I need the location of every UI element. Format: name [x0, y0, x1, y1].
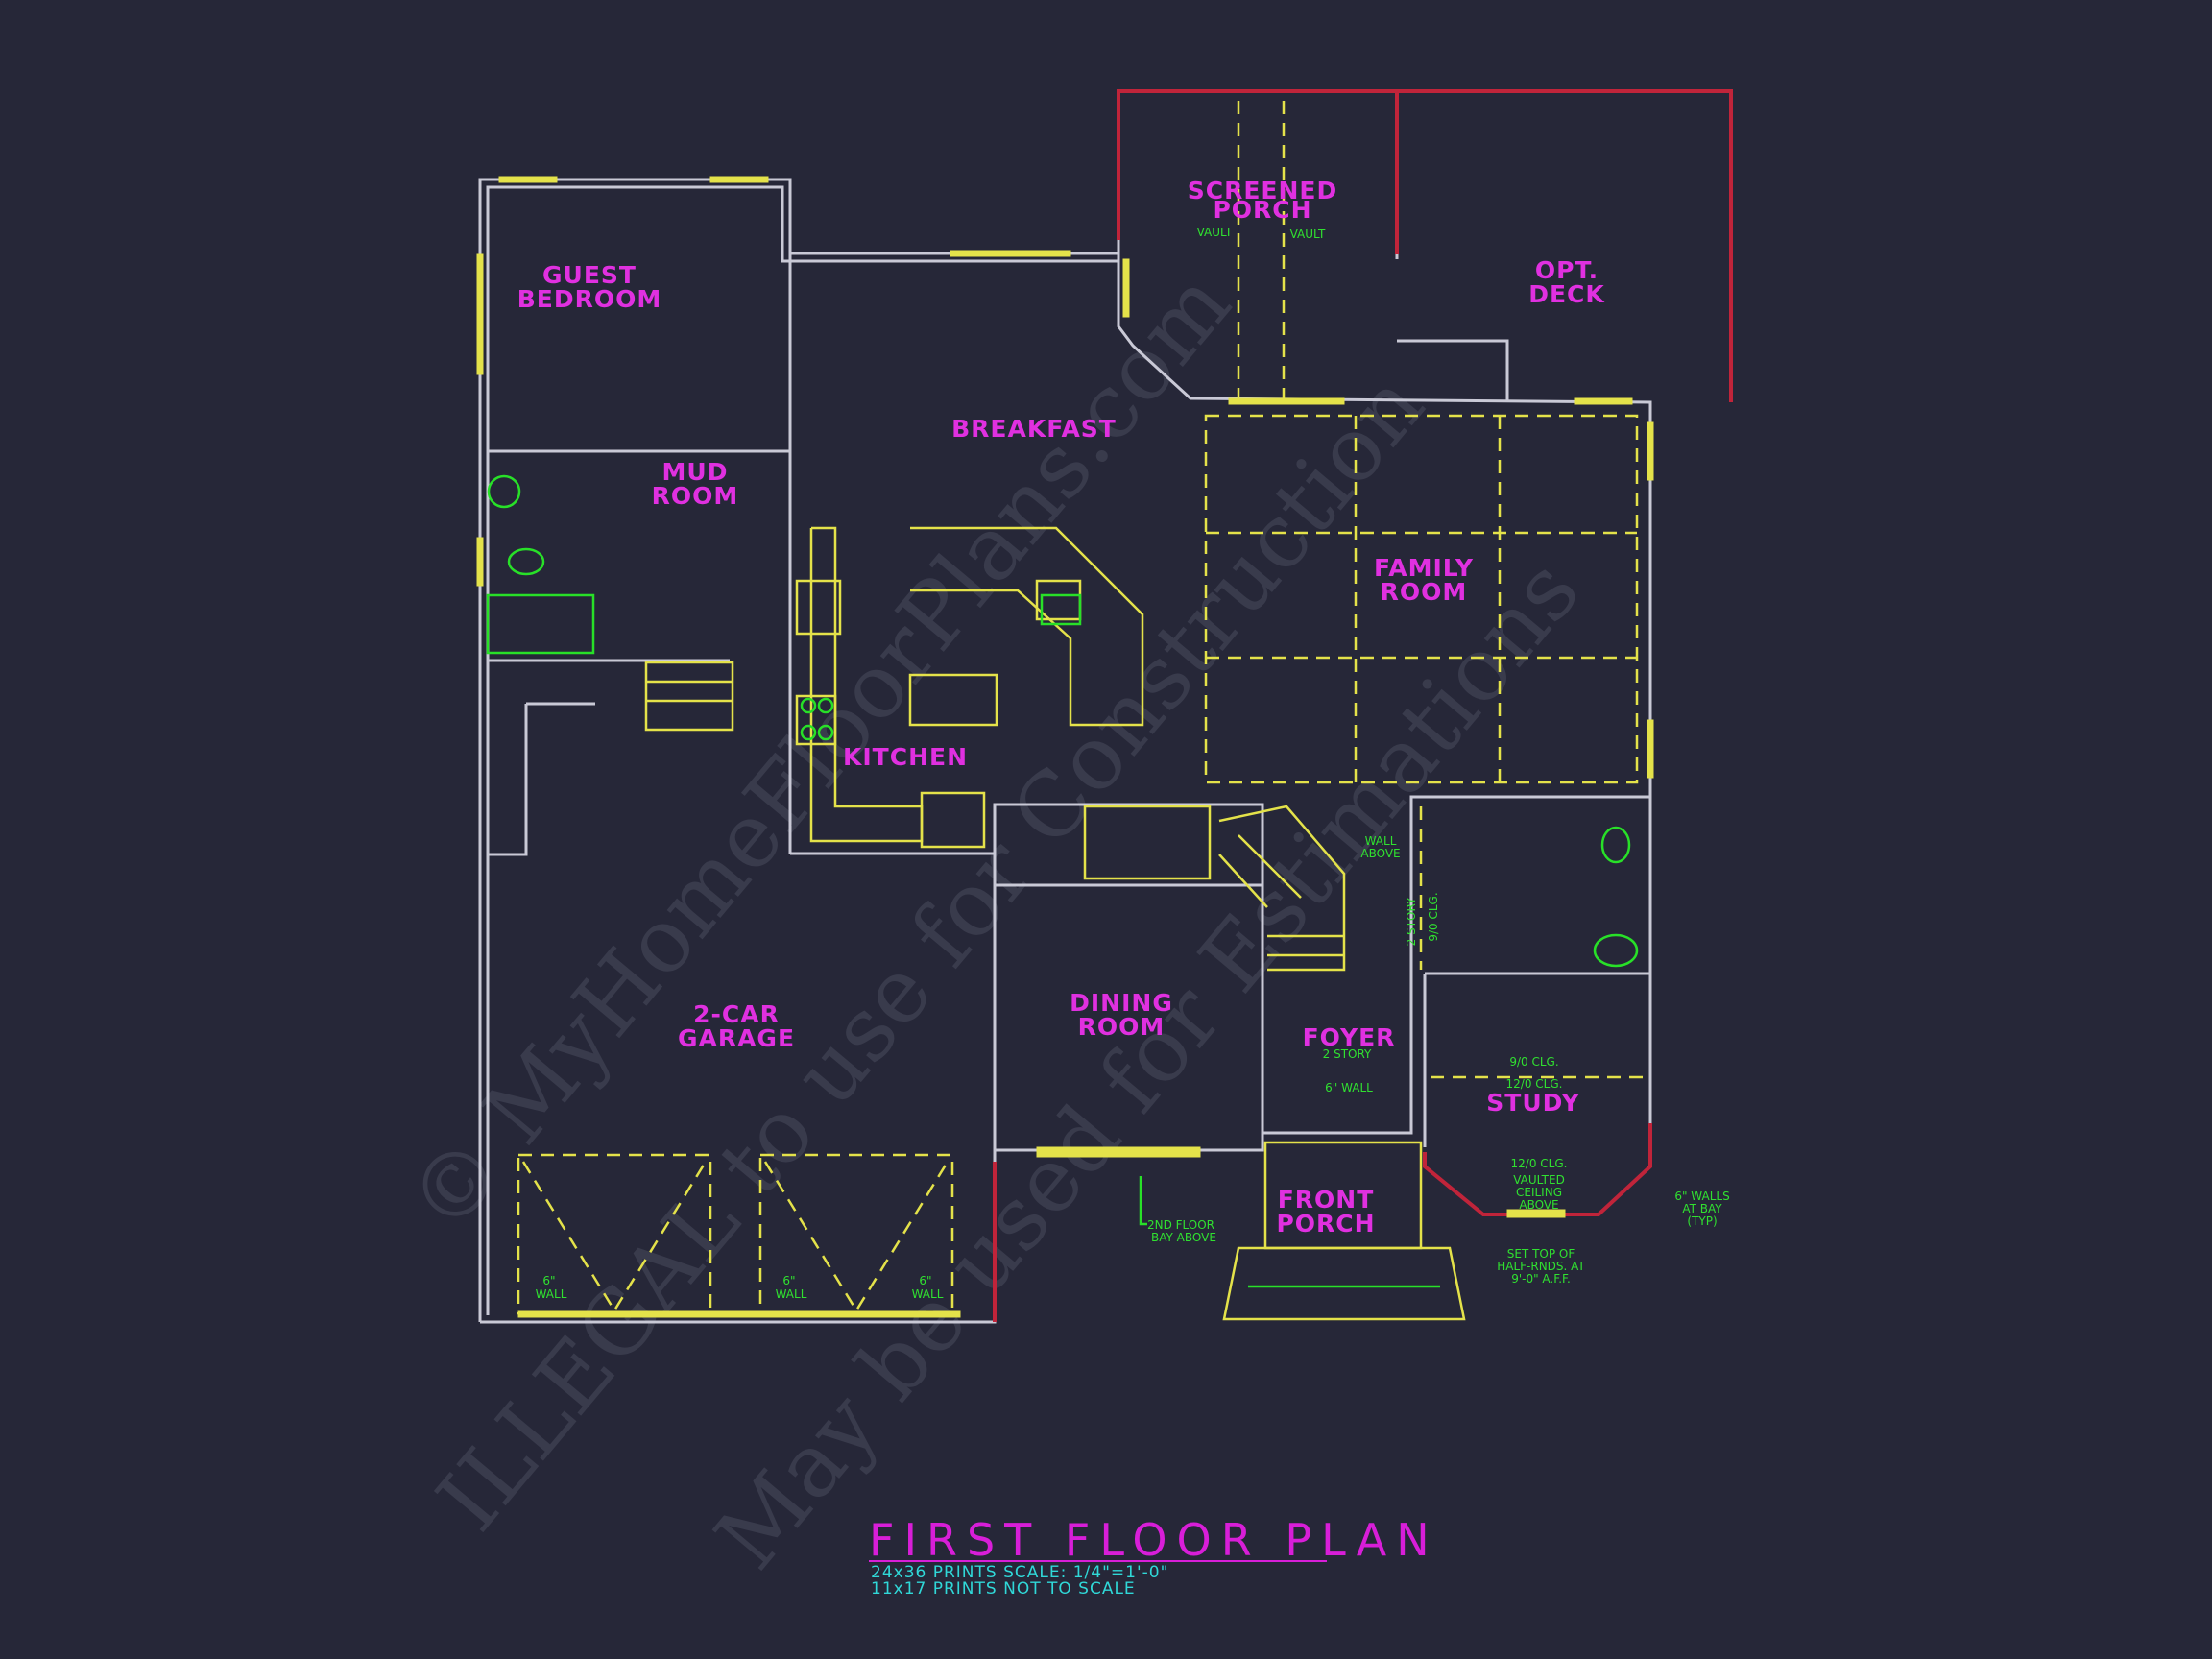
label-dining-room-2: ROOM: [1078, 1013, 1166, 1041]
note-half-rnds-1: SET TOP OF: [1507, 1247, 1575, 1261]
note-half-rnds-3: 9'-0" A.F.F.: [1511, 1272, 1571, 1286]
label-screened-porch-2: PORCH: [1213, 196, 1311, 224]
title-block: FIRST FLOOR PLAN 24x36 PRINTS SCALE: 1/4…: [869, 1514, 1439, 1599]
note-9-clg: 9/0 CLG.: [1509, 1055, 1558, 1069]
label-dining-room-1: DINING: [1070, 989, 1173, 1017]
label-screened-porch-1: SCREENED: [1188, 177, 1338, 204]
note-garage-wall-1b: WALL: [536, 1287, 567, 1301]
note-garage-wall-1a: 6": [542, 1274, 555, 1287]
scale-note-11x17: 11x17 PRINTS NOT TO SCALE: [871, 1579, 1136, 1599]
note-12-clg-bay: 12/0 CLG.: [1511, 1157, 1568, 1170]
note-foyer-2-story: 2 STORY: [1323, 1047, 1372, 1061]
note-2nd-floor-bay-1: 2ND FLOOR: [1147, 1218, 1214, 1232]
note-bay-walls-2: AT BAY: [1682, 1202, 1722, 1215]
note-vault-left: VAULT: [1197, 226, 1233, 239]
note-vault-right: VAULT: [1290, 228, 1326, 241]
annotations: VAULT VAULT WALL ABOVE 2 STORY 9/0 CLG. …: [536, 226, 1730, 1301]
note-garage-wall-2b: WALL: [776, 1287, 807, 1301]
label-study: STUDY: [1486, 1089, 1579, 1117]
label-guest-bedroom-2: BEDROOM: [517, 285, 662, 313]
label-opt-deck-2: DECK: [1528, 280, 1605, 308]
note-bay-walls-1: 6" WALLS: [1674, 1190, 1729, 1203]
label-opt-deck-1: OPT.: [1535, 256, 1599, 284]
note-2-story: 2 STORY: [1405, 897, 1418, 946]
note-garage-wall-2a: 6": [782, 1274, 795, 1287]
note-2nd-floor-bay-2: BAY ABOVE: [1151, 1231, 1216, 1244]
label-kitchen: KITCHEN: [843, 743, 968, 771]
room-labels: GUEST BEDROOM MUD ROOM BREAKFAST SCREENE…: [517, 177, 1605, 1238]
note-vaulted-1: VAULTED: [1513, 1173, 1565, 1187]
label-garage-1: 2-CAR: [693, 1000, 780, 1028]
label-family-room-1: FAMILY: [1374, 554, 1474, 582]
note-12-clg: 12/0 CLG.: [1506, 1077, 1563, 1091]
note-foyer-6-wall: 6" WALL: [1325, 1081, 1373, 1094]
note-garage-wall-3a: 6": [919, 1274, 931, 1287]
label-breakfast: BREAKFAST: [951, 415, 1117, 443]
plan-title: FIRST FLOOR PLAN: [869, 1514, 1439, 1566]
walls: [478, 91, 1652, 1324]
fixtures: [486, 474, 1639, 1321]
label-guest-bedroom-1: GUEST: [542, 261, 637, 289]
note-9-clg-vertical: 9/0 CLG.: [1427, 892, 1440, 941]
scale-note-24x36: 24x36 PRINTS SCALE: 1/4"=1'-0": [871, 1563, 1168, 1582]
note-garage-wall-3b: WALL: [912, 1287, 944, 1301]
note-vaulted-3: ABOVE: [1519, 1198, 1558, 1212]
label-family-room-2: ROOM: [1381, 578, 1468, 606]
note-vaulted-2: CEILING: [1516, 1186, 1562, 1199]
label-mud-room-1: MUD: [662, 458, 729, 486]
label-front-porch-2: PORCH: [1276, 1210, 1375, 1238]
label-front-porch-1: FRONT: [1278, 1186, 1375, 1214]
note-wall-above-1: WALL: [1365, 834, 1397, 848]
note-wall-above-2: ABOVE: [1360, 847, 1400, 860]
note-half-rnds-2: HALF-RNDS. AT: [1497, 1260, 1585, 1273]
label-foyer: FOYER: [1303, 1023, 1396, 1051]
label-garage-2: GARAGE: [678, 1024, 795, 1052]
note-bay-walls-3: (TYP): [1687, 1214, 1717, 1228]
label-mud-room-2: ROOM: [652, 482, 739, 510]
ceiling-lines: [517, 101, 1647, 1315]
